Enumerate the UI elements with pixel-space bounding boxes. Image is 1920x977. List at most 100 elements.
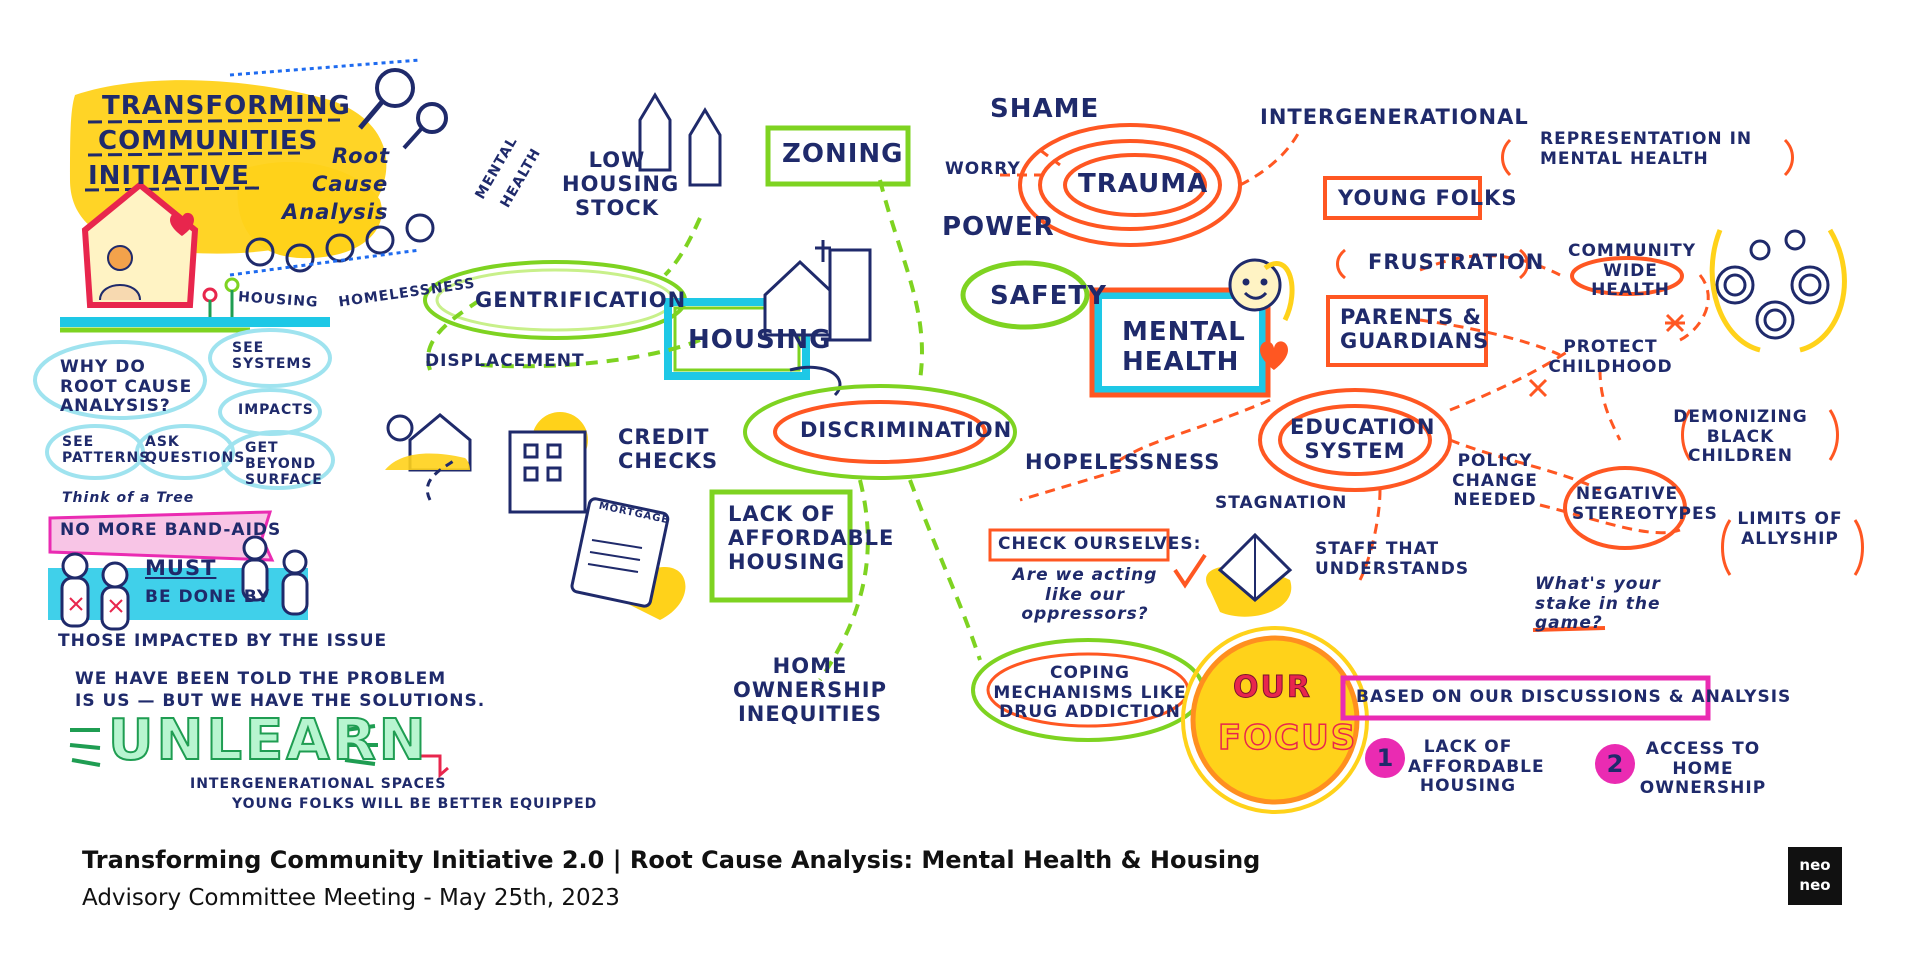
parents-guardians-label: Parents & Guardians xyxy=(1340,305,1490,354)
low-housing-stock: Low Housing Stock xyxy=(562,148,680,221)
housing-box xyxy=(664,298,810,380)
home-ownership-inequities: Home Ownership Inequities xyxy=(732,654,887,727)
think-of-a-tree: Think of a Tree xyxy=(62,490,195,506)
family-circles-icon xyxy=(1715,229,1830,340)
policy-change-needed: Policy Change Needed xyxy=(1452,451,1538,511)
logo-line-1: neo xyxy=(1799,856,1831,874)
shame-label: Shame xyxy=(990,94,1100,124)
parents-box xyxy=(1326,295,1488,367)
young-folks-equipped: Young folks will be better equipped xyxy=(232,796,598,812)
power-label: Power xyxy=(942,212,1055,242)
stake-underline xyxy=(1532,626,1606,632)
footer-title: Transforming Community Initiative 2.0 | … xyxy=(82,846,1261,874)
title-line-3: Initiative xyxy=(88,161,250,191)
be-done-by: Be done by xyxy=(145,587,271,607)
neo-neo-logo: neo neo xyxy=(1788,847,1842,905)
whats-your-stake: What's your stake in the game? xyxy=(1535,574,1661,634)
hopelessness-label: Hopelessness xyxy=(1025,450,1221,474)
apartment-icon xyxy=(508,412,588,514)
representation-label: Representation in Mental Health xyxy=(1540,129,1753,169)
house-icon xyxy=(81,181,199,308)
impacts: Impacts xyxy=(238,402,314,418)
negative-stereotypes-oval xyxy=(1563,466,1687,550)
focus-item-2-text: Access to Home Ownership xyxy=(1639,739,1767,799)
open-book-icon xyxy=(1206,532,1293,617)
must-label: Must xyxy=(145,556,217,580)
lack-affordable-housing: Lack of Affordable Housing xyxy=(728,502,895,575)
title-underline-3 xyxy=(84,186,261,192)
focus-item-2-number: 2 xyxy=(1595,744,1635,784)
magnifier-icon-2 xyxy=(416,102,448,134)
title-sub-1: Root xyxy=(332,144,391,168)
title-yellow-scribble-2 xyxy=(237,161,382,259)
those-impacted: Those impacted by the issue xyxy=(58,631,388,651)
staff-that-understands: Staff that understands xyxy=(1315,539,1470,579)
frustration-label: Frustration xyxy=(1368,250,1545,274)
discrimination-oval xyxy=(743,384,1017,480)
discrimination-label: Discrimination xyxy=(800,418,1013,442)
acting-like-oppressors: Are we acting like our oppressors? xyxy=(1012,565,1158,625)
mental-health-box xyxy=(1094,291,1267,394)
star-burst-icon xyxy=(1528,313,1685,398)
smiley-face-icon xyxy=(1228,258,1282,312)
check-ourselves-box xyxy=(988,528,1170,562)
is-us-solutions: is us — but we have the solutions. xyxy=(75,691,486,711)
house-sketch-icon xyxy=(638,92,722,187)
heart-icon xyxy=(170,212,194,236)
why-bubble xyxy=(33,340,207,420)
coping-mechanisms: Coping Mechanisms like Drug Addiction xyxy=(993,663,1187,723)
title-line-1: Transforming xyxy=(102,91,351,121)
get-beyond-surface: Get Beyond Surface xyxy=(245,440,323,489)
protect-childhood: Protect Childhood xyxy=(1548,337,1673,377)
see-systems: See Systems xyxy=(232,340,313,373)
flower-icon xyxy=(202,287,218,303)
unlearn-heading: UNLEARN xyxy=(107,707,429,774)
focus-item-1-number: 1 xyxy=(1365,738,1405,778)
person-head-icon xyxy=(107,245,133,271)
title-underline-2 xyxy=(87,151,301,157)
see-patterns: See Patterns xyxy=(62,434,151,467)
lack-affordable-box xyxy=(709,489,853,603)
focus-word: FOCUS xyxy=(1217,717,1358,759)
limits-of-allyship: Limits of Allyship xyxy=(1737,509,1843,549)
title-sub-3: Analysis xyxy=(282,200,389,224)
focus-banner-box xyxy=(1340,675,1711,721)
demonizing-black-children: Demonizing Black Children xyxy=(1673,407,1808,467)
housing-label: Housing xyxy=(688,325,832,355)
community-health-oval xyxy=(1570,256,1684,296)
focus-our: OUR xyxy=(1233,670,1312,706)
logo-line-2: neo xyxy=(1799,876,1831,894)
magnifier-icon xyxy=(375,68,415,108)
footer-subtitle: Advisory Committee Meeting - May 25th, 2… xyxy=(82,885,620,911)
community-people-icon xyxy=(245,213,435,273)
zoning-box xyxy=(765,125,911,187)
check-ourselves: Check Ourselves: xyxy=(998,534,1202,554)
focus-item-1-text: Lack of Affordable Housing xyxy=(1408,737,1545,797)
title-line-2: Communities xyxy=(98,126,319,156)
no-more-band-aids: No More Band-Aids xyxy=(60,520,282,540)
ask-questions: Ask Questions xyxy=(145,434,246,467)
trauma-label: Trauma xyxy=(1078,169,1209,199)
displacement-label: Displacement xyxy=(425,351,585,371)
church-building-icon xyxy=(763,240,872,342)
told-problem: We have been told the problem xyxy=(75,669,447,689)
heart-icon-2 xyxy=(1260,341,1288,370)
mortgage-document-icon xyxy=(570,497,686,620)
title-underline-1 xyxy=(87,118,341,124)
why-root-cause: Why do Root Cause Analysis? xyxy=(60,357,193,417)
safety-oval xyxy=(960,260,1090,330)
young-folks-label: Young Folks xyxy=(1338,186,1518,210)
intergenerational-spaces: Intergenerational spaces xyxy=(190,776,447,792)
credit-checks-label: Credit Checks xyxy=(618,425,719,474)
based-on-discussions: Based on our discussions & analysis xyxy=(1356,687,1792,707)
intergenerational-label: Intergenerational xyxy=(1260,105,1529,129)
mental-health-label: Mental Health xyxy=(1122,317,1246,377)
young-folks-box xyxy=(1323,176,1482,220)
gentrification-label: Gentrification xyxy=(475,288,687,312)
stagnation-label: Stagnation xyxy=(1215,493,1348,513)
community-wide-health: Community Wide Health xyxy=(1568,241,1697,301)
negative-stereotypes: Negative Stereotypes xyxy=(1572,484,1718,524)
title-sub-2: Cause xyxy=(312,172,389,196)
